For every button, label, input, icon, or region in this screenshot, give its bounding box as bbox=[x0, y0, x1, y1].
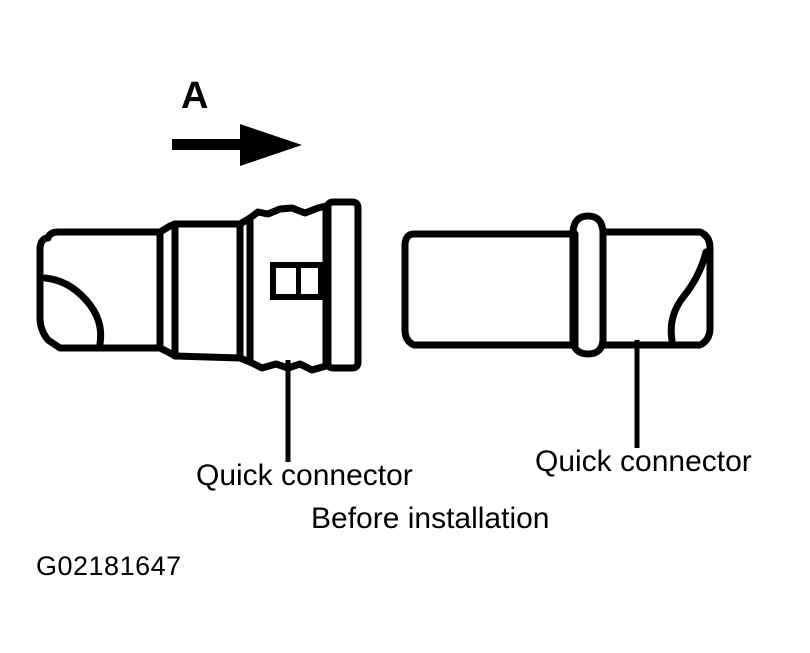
left-connector-label-line1: Quick connector bbox=[196, 459, 413, 492]
retainer-slot-window-1 bbox=[276, 268, 296, 294]
left-connector-label-line2: Before installation bbox=[311, 502, 550, 535]
arrow-shaft bbox=[172, 139, 246, 150]
right-connector-label-line1: Quick connector bbox=[535, 445, 752, 478]
left-hose-cutaway-arc bbox=[41, 274, 105, 348]
right-pipe-cutaway-arc bbox=[667, 248, 710, 344]
left-hose-body bbox=[36, 228, 164, 352]
right-collar-ring bbox=[569, 212, 607, 358]
right-pipe-left-body bbox=[401, 230, 579, 349]
left-retainer-slot bbox=[270, 262, 328, 300]
right-pipe-right-body bbox=[599, 228, 714, 349]
direction-arrow-icon bbox=[172, 124, 302, 166]
arrow-head bbox=[240, 124, 302, 166]
retainer-slot-window-2 bbox=[301, 268, 318, 294]
direction-arrow-label: A bbox=[181, 75, 209, 117]
figure-reference-code: G02181647 bbox=[36, 551, 182, 581]
right-connector-drawing bbox=[401, 212, 714, 358]
left-end-flange bbox=[324, 198, 362, 372]
